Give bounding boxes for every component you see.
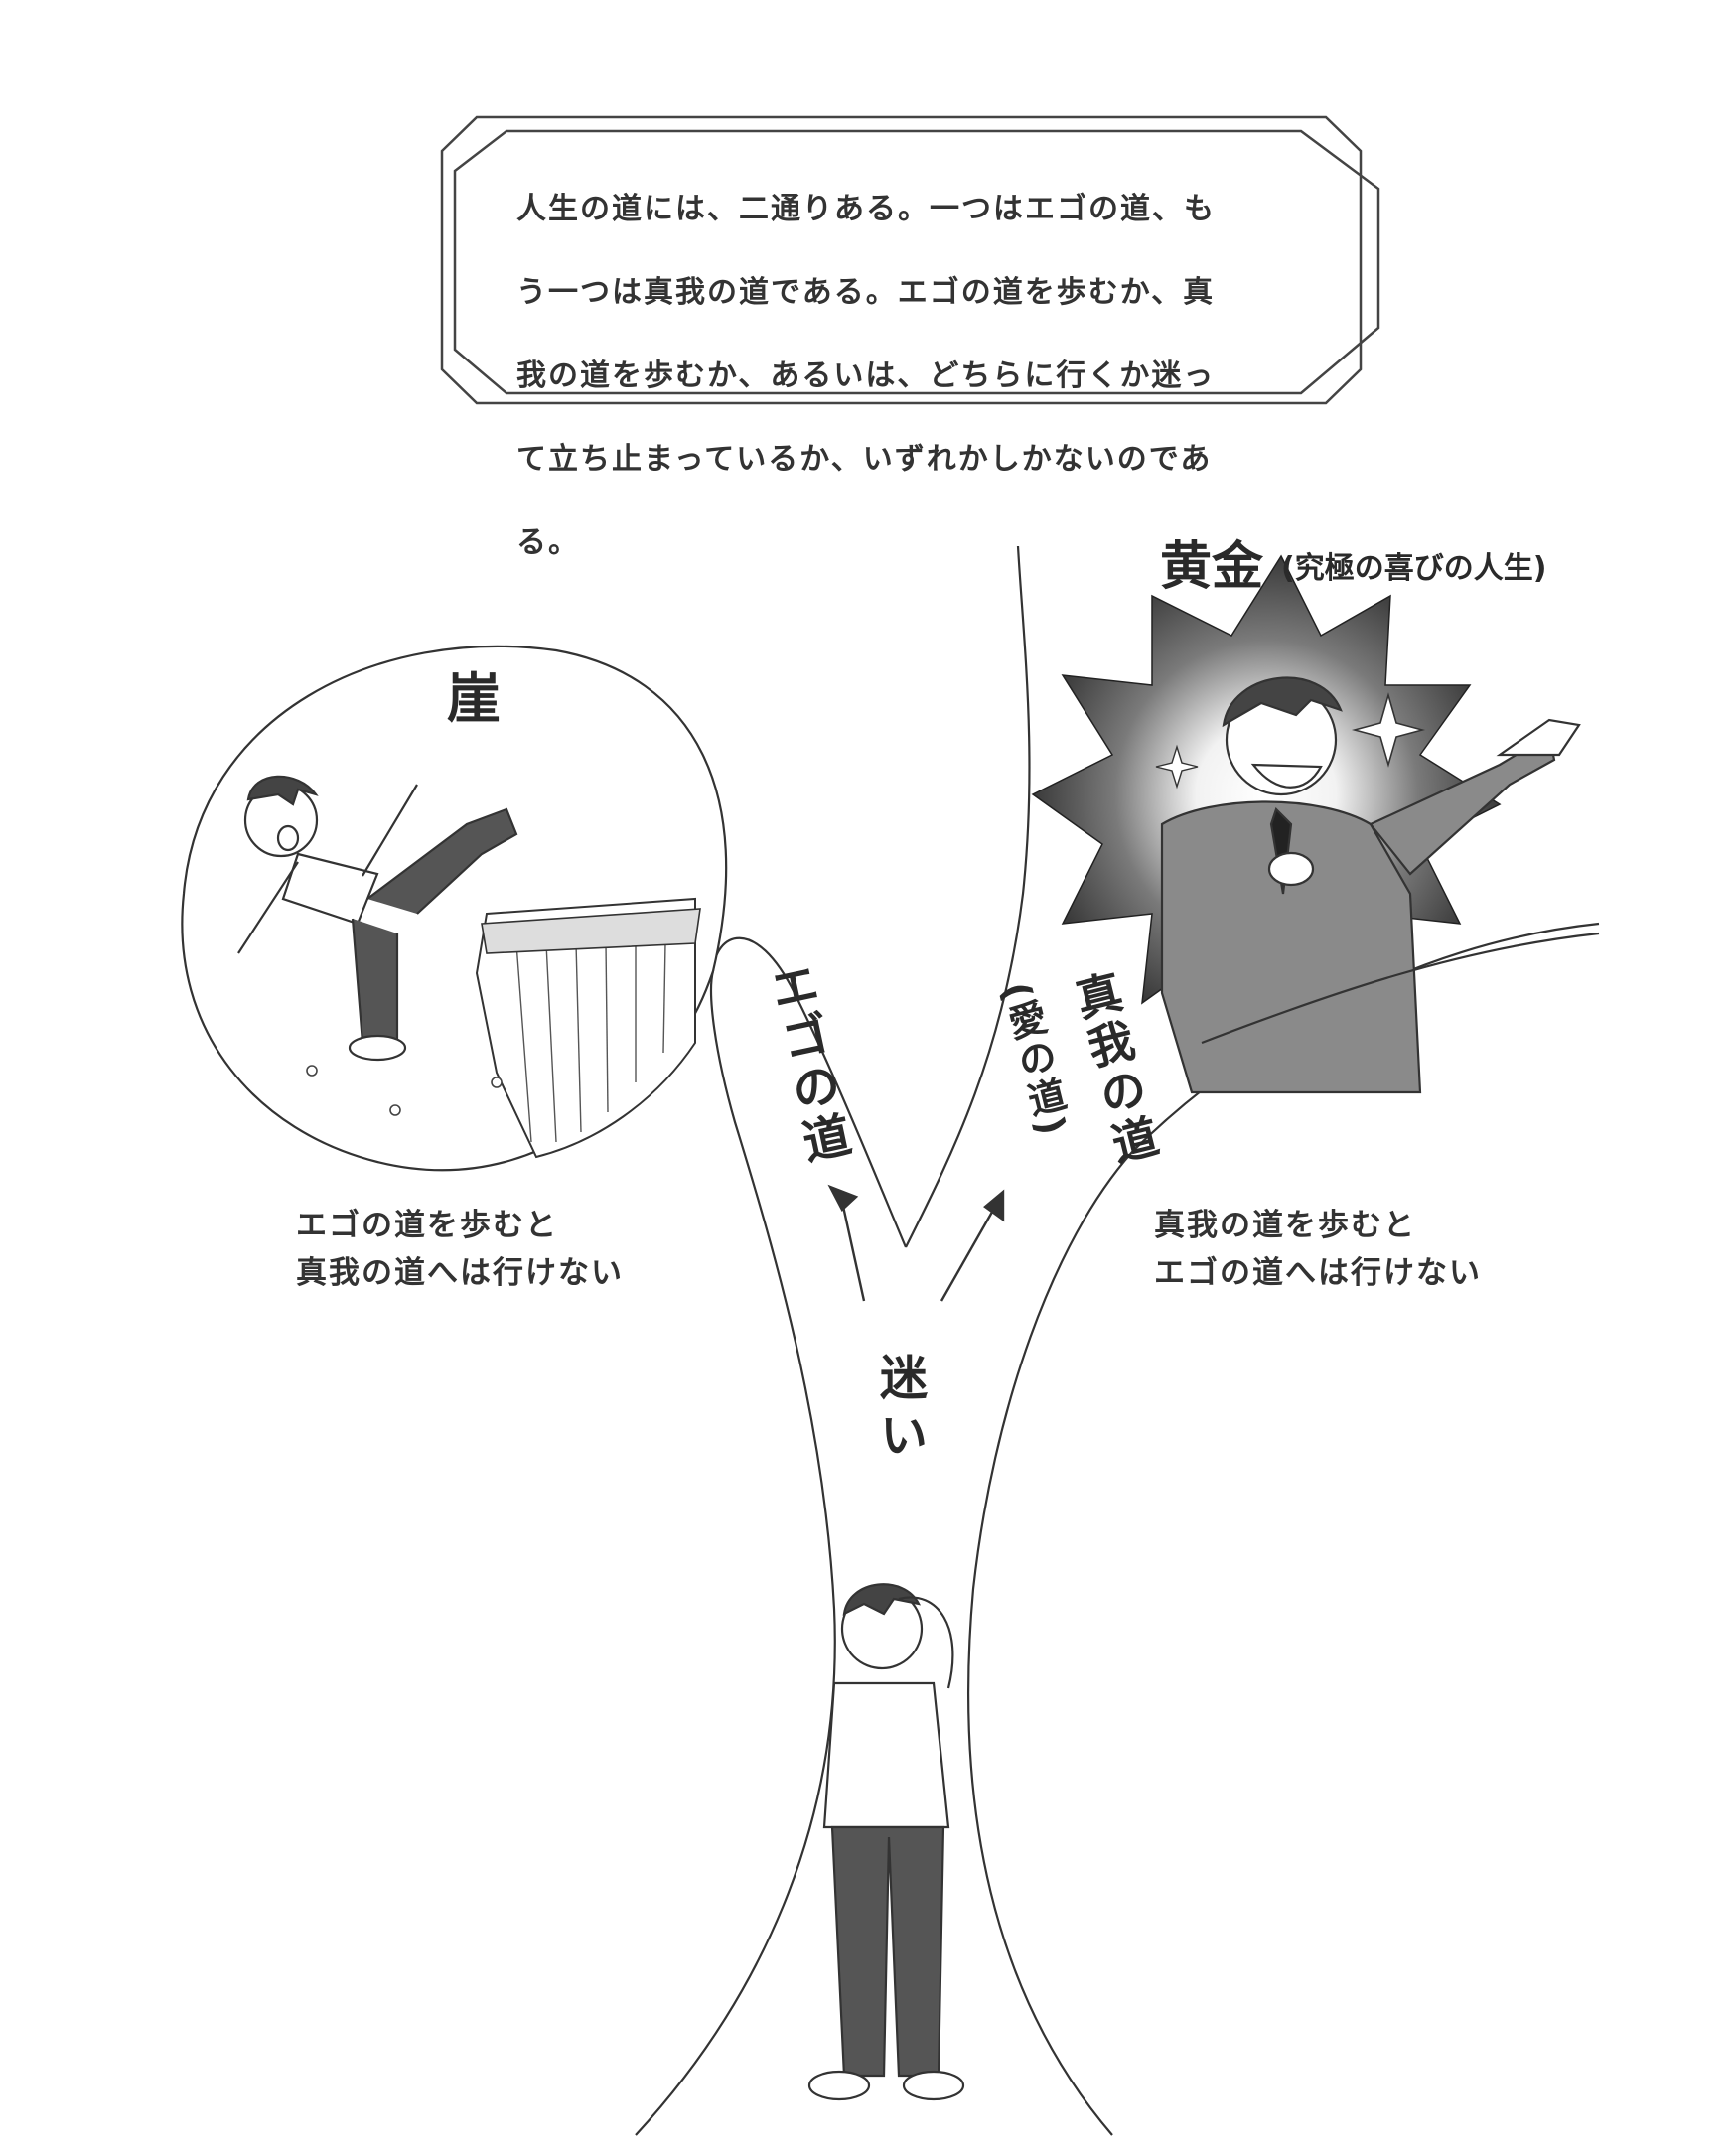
- caption-left-line: エゴの道を歩むと: [296, 1208, 558, 1243]
- intro-text: 人生の道には、二通りある。一つはエゴの道、も う一つは真我の道である。エゴの道を…: [516, 147, 1291, 606]
- intro-line: う一つは真我の道である。エゴの道を歩むか、真: [516, 275, 1216, 310]
- intro-line: る。: [516, 525, 580, 560]
- gold-note: (究極の喜びの人生): [1281, 551, 1546, 586]
- cliff-bubble: [181, 645, 728, 1172]
- falling-man: [237, 775, 518, 1062]
- arrows: [827, 1184, 1005, 1302]
- cliff-rock: [475, 897, 696, 1159]
- road-fork-inner-right: [905, 545, 1031, 1248]
- standing-man: [807, 1583, 965, 2101]
- hesitation-label: 迷い: [871, 1353, 928, 1468]
- gold-label: 黄金: [1160, 537, 1264, 597]
- arrow-to-true-self: [940, 1206, 997, 1302]
- arrow-to-ego: [840, 1201, 866, 1302]
- sparkle-left: [1155, 744, 1199, 790]
- intro-line: 我の道を歩むか、あるいは、どちらに行くか迷っ: [516, 359, 1216, 393]
- caption-left-line: 真我の道へは行けない: [296, 1255, 624, 1291]
- intro-frame: [440, 115, 1380, 405]
- caption-right-line: エゴの道へは行けない: [1154, 1255, 1482, 1291]
- happy-man: [1160, 676, 1581, 1094]
- caption-left: エゴの道を歩むと 真我の道へは行けない: [296, 1202, 624, 1297]
- cliff-label: 崖: [447, 667, 501, 730]
- caption-right: 真我の道を歩むと エゴの道へは行けない: [1154, 1202, 1482, 1297]
- love-path-label: (愛の道): [994, 978, 1075, 1142]
- golden-life: [1031, 554, 1600, 1094]
- road-fork-inner: [711, 936, 908, 1248]
- intro-line: 人生の道には、二通りある。一つはエゴの道、も: [516, 192, 1216, 226]
- ego-path-label: エゴの道: [758, 957, 855, 1171]
- caption-right-line: 真我の道を歩むと: [1154, 1208, 1416, 1243]
- sparkle-right: [1351, 692, 1426, 768]
- road-left-edge: [635, 970, 836, 2136]
- intro-line: て立ち止まっているか、いずれかしかないのであ: [516, 442, 1213, 477]
